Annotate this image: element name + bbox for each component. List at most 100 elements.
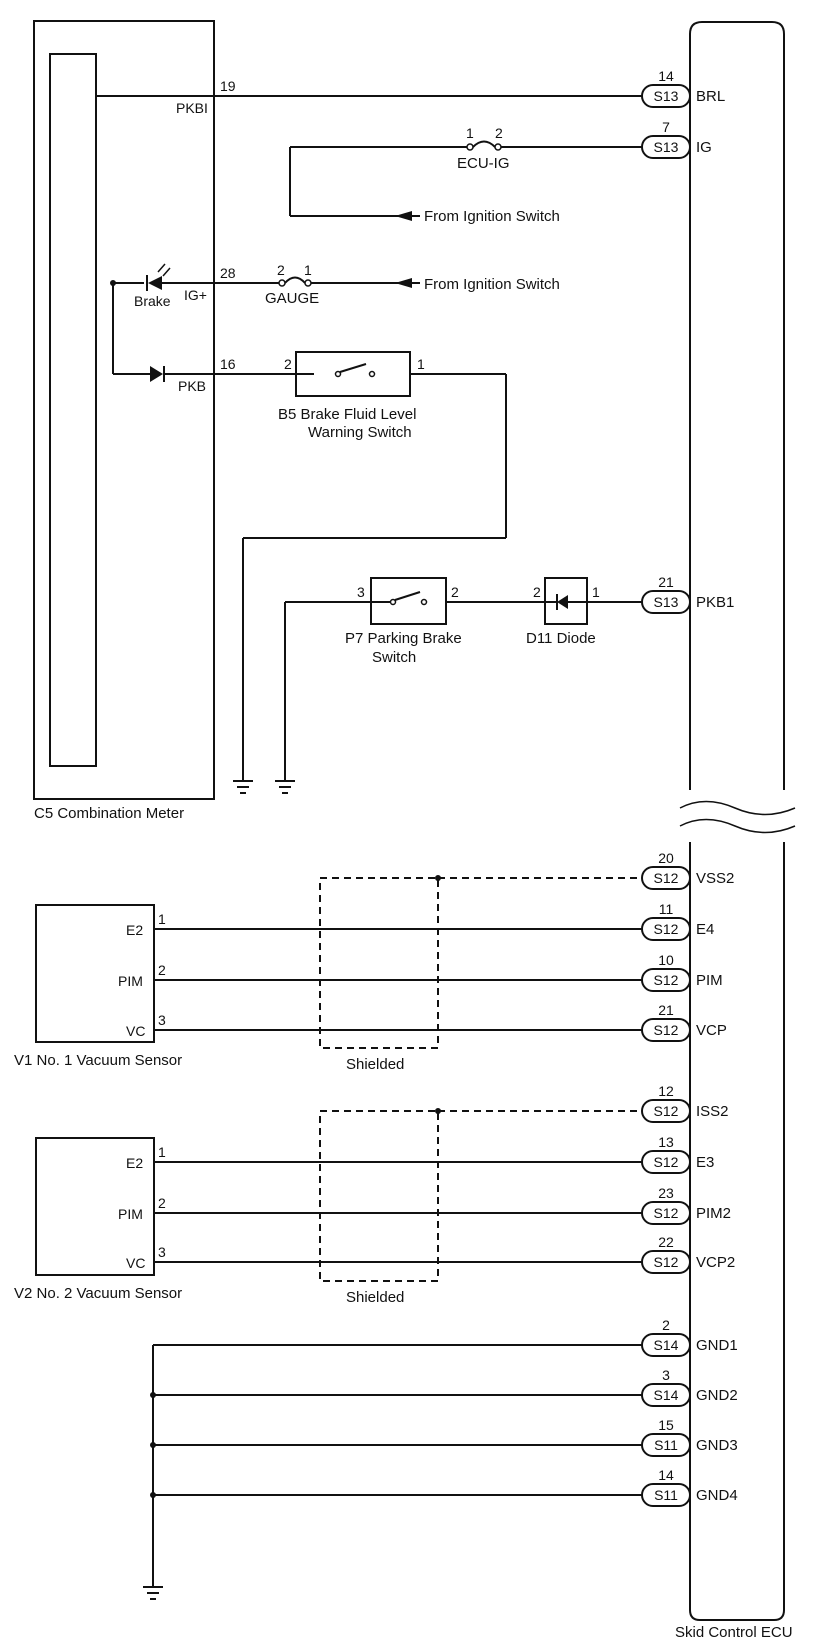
gauge-circuit: 28 IG+ Brake 2 1 GAUGE From Ignition Swi…	[110, 262, 560, 309]
connector-id: S14	[654, 1387, 679, 1403]
connector-id: S12	[654, 1254, 679, 1270]
arrow-icon	[395, 278, 412, 288]
brake-indicator-label: Brake	[134, 293, 171, 309]
ecu-terminal-pim2: PIM2	[696, 1205, 731, 1222]
connector-id: S12	[654, 1154, 679, 1170]
connector-pill	[641, 84, 691, 108]
ecu-terminal-vss2: VSS2	[696, 870, 734, 887]
pin-label-pkbi: PKBI	[176, 100, 208, 116]
vacuum-sensor-2-label: V2 No. 2 Vacuum Sensor	[14, 1285, 182, 1302]
from-ignition-switch-1: From Ignition Switch	[424, 208, 560, 225]
skid-ecu-label: Skid Control ECU	[675, 1624, 793, 1641]
vacuum-sensor-1: E2 PIM VC 1 2 3 V1 No. 1 Vacuum Sensor	[14, 904, 182, 1069]
parking-switch-pin-2: 2	[451, 584, 459, 600]
pin-16: 16	[220, 356, 236, 372]
fuse-gauge-pin-1: 1	[304, 262, 312, 278]
ecu-terminal-ig: IG	[696, 139, 712, 156]
ecu-terminal-gnd3: GND3	[696, 1437, 738, 1454]
vs2-pin-vc: VC	[126, 1255, 145, 1271]
connector-pin-number: 22	[658, 1234, 674, 1250]
ecu-connectors: S1314BRLS137IGS1321PKB1S1220VSS2S1211E4S…	[641, 68, 738, 1507]
connector-pill	[641, 1333, 691, 1357]
connector-pin-number: 20	[658, 850, 674, 866]
connector-id: S12	[654, 870, 679, 886]
connector-pill	[641, 866, 691, 890]
vs1-pin-num-3: 3	[158, 1012, 166, 1028]
pin-label-pkb: PKB	[178, 378, 206, 394]
combination-meter-label: C5 Combination Meter	[34, 805, 184, 822]
connector-pin-number: 7	[662, 119, 670, 135]
shielded-label-1: Shielded	[346, 1056, 404, 1073]
connector-pill	[641, 1483, 691, 1507]
ecu-break-mark-lower	[679, 818, 796, 834]
ecu-terminal-iss2: ISS2	[696, 1103, 729, 1120]
connector-pin-number: 21	[658, 1002, 674, 1018]
connector-pill	[641, 1250, 691, 1274]
brake-fluid-switch-pin-1: 1	[417, 356, 425, 372]
connector-pin-number: 21	[658, 574, 674, 590]
diode-label: D11 Diode	[526, 630, 596, 647]
connector-pin-number: 13	[658, 1134, 674, 1150]
ecu-terminal-gnd2: GND2	[696, 1387, 738, 1404]
ecu-break-mark-upper	[679, 800, 796, 816]
vs2-pin-e2: E2	[126, 1155, 143, 1171]
connector-pin-number: 15	[658, 1417, 674, 1433]
connector-pin-number: 14	[658, 68, 674, 84]
connector-pill	[641, 1383, 691, 1407]
ecu-terminal-gnd1: GND1	[696, 1337, 738, 1354]
connector-pill	[641, 1433, 691, 1457]
connector-pill	[641, 590, 691, 614]
connector-pin-number: 14	[658, 1467, 674, 1483]
ground-icon	[275, 780, 295, 794]
connector-pin-number: 10	[658, 952, 674, 968]
vs2-pin-num-3: 3	[158, 1244, 166, 1260]
ecu-terminal-gnd4: GND4	[696, 1487, 738, 1504]
vs2-pin-pim: PIM	[118, 1206, 143, 1222]
vs2-pin-num-1: 1	[158, 1144, 166, 1160]
connector-id: S13	[654, 594, 679, 610]
vs1-pin-num-2: 2	[158, 962, 166, 978]
junction-dot	[150, 1492, 156, 1498]
fuse-ecu-ig-label: ECU-IG	[457, 155, 510, 172]
vs1-pin-num-1: 1	[158, 911, 166, 927]
diode-icon	[557, 595, 568, 609]
junction-dot	[150, 1442, 156, 1448]
connector-pill	[641, 1018, 691, 1042]
fuse-gauge-pin-2: 2	[277, 262, 285, 278]
combination-meter: C5 Combination Meter	[33, 20, 215, 822]
meter-diode-icon	[150, 366, 163, 382]
connector-id: S13	[654, 88, 679, 104]
pkb-circuit: 16 PKB 2 1 B5 Brake Fluid Level Warning …	[112, 283, 507, 780]
connector-pill	[641, 1099, 691, 1123]
brake-fluid-switch-pin-2: 2	[284, 356, 292, 372]
pin-label-ig-plus: IG+	[184, 287, 207, 303]
pin-19: 19	[220, 78, 236, 94]
connector-id: S12	[654, 1205, 679, 1221]
connector-pin-number: 11	[659, 901, 674, 917]
connector-pill	[641, 135, 691, 159]
fuse-ecu-ig	[466, 140, 502, 151]
connector-pill	[641, 917, 691, 941]
ecu-terminal-vcp: VCP	[696, 1022, 727, 1039]
ground-icon	[143, 1586, 163, 1600]
arrow-icon	[395, 211, 412, 221]
brake-indicator-led-icon	[148, 276, 162, 290]
diode-pin-1: 1	[592, 584, 600, 600]
ecu-terminal-pkb1: PKB1	[696, 594, 734, 611]
vs2-pin-num-2: 2	[158, 1195, 166, 1211]
fuse-ecu-ig-pin-2: 2	[495, 125, 503, 141]
connector-id: S12	[654, 921, 679, 937]
vs1-pin-pim: PIM	[118, 973, 143, 989]
connector-pin-number: 12	[658, 1083, 674, 1099]
